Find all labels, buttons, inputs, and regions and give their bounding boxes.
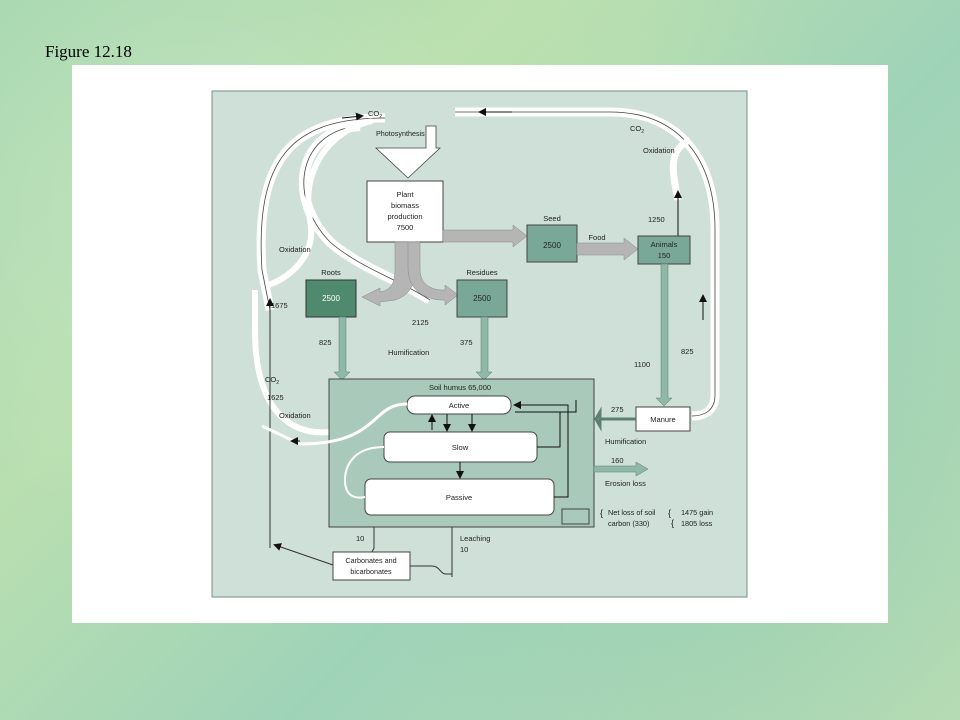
value-375: 375 bbox=[460, 338, 473, 347]
co2-right-label: CO2 bbox=[630, 124, 644, 135]
seed-value: 2500 bbox=[543, 241, 561, 250]
plant-label-1: Plant bbox=[396, 190, 414, 199]
manure-to-soil-arrow bbox=[594, 406, 636, 432]
oxidation-loop-soil bbox=[252, 290, 341, 436]
erosion-arrow bbox=[593, 461, 649, 477]
seed-box bbox=[526, 224, 578, 263]
residues-label: Residues bbox=[466, 268, 498, 277]
roots-humification-arrow bbox=[333, 316, 351, 381]
value-2125: 2125 bbox=[412, 318, 429, 327]
co2-top-label: CO2 bbox=[368, 109, 382, 120]
seed-label: Seed bbox=[543, 214, 561, 223]
gain-loss-bracket-left: { bbox=[668, 508, 671, 518]
net-loss-label-2: carbon (330) bbox=[608, 519, 649, 528]
photosynthesis-label: Photosynthesis bbox=[376, 129, 425, 138]
soil-small-box bbox=[561, 508, 590, 525]
figure-title: Figure 12.18 bbox=[45, 42, 132, 61]
animals-value: 150 bbox=[658, 251, 671, 260]
value-1250: 1250 bbox=[648, 215, 665, 224]
oxidation-lower-label: Oxidation bbox=[279, 411, 311, 420]
residues-value: 2500 bbox=[473, 294, 491, 303]
carbonates-label-2: bicarbonates bbox=[350, 567, 392, 576]
oxidation-loop-right-edge bbox=[455, 111, 716, 417]
plant-to-seed-arrow bbox=[442, 224, 528, 248]
carbonate-return-arrow bbox=[273, 543, 334, 566]
manure-label: Manure bbox=[650, 415, 675, 424]
residues-box bbox=[456, 279, 508, 318]
plant-label-3: production bbox=[387, 212, 422, 221]
value-825-right: 825 bbox=[681, 347, 694, 356]
carbonates-label-1: Carbonates and bbox=[345, 556, 396, 565]
slow-to-active-line bbox=[537, 412, 561, 448]
carbonates-leach-link bbox=[410, 565, 452, 575]
erosion-loss-label: Erosion loss bbox=[605, 479, 646, 488]
photosynthesis-arrow bbox=[374, 125, 442, 179]
co2-left-label: CO2 bbox=[265, 375, 279, 386]
residues-humification-arrow bbox=[475, 316, 493, 381]
value-1675: 1675 bbox=[271, 301, 288, 310]
slow-passive-oxidation-curve bbox=[343, 446, 385, 499]
roots-value: 2500 bbox=[322, 294, 340, 303]
value-160: 160 bbox=[611, 456, 624, 465]
soil-humus-label: Soil humus 65,000 bbox=[429, 383, 491, 392]
oxidation-left-label: Oxidation bbox=[279, 245, 311, 254]
manure-to-active-line bbox=[515, 400, 577, 413]
carbonates-in-line bbox=[371, 527, 375, 553]
value-10-left: 10 bbox=[356, 534, 364, 543]
humification-right-label: Humification bbox=[605, 437, 646, 446]
loss-label: 1805 loss bbox=[681, 519, 713, 528]
passive-to-active-arrow bbox=[513, 401, 569, 498]
plant-biomass-box bbox=[366, 180, 444, 243]
humification-top-label: Humification bbox=[388, 348, 429, 357]
roots-label: Roots bbox=[321, 268, 341, 277]
carbonates-box bbox=[332, 551, 411, 581]
oxidation-loop-outer-edge bbox=[260, 117, 386, 311]
active-oxidation-curve bbox=[299, 402, 408, 446]
active-label: Active bbox=[449, 401, 469, 410]
plant-to-residues-arrow bbox=[407, 241, 459, 306]
slow-label: Slow bbox=[452, 443, 469, 452]
oxidation-right-label: Oxidation bbox=[643, 146, 675, 155]
passive-label: Passive bbox=[446, 493, 472, 502]
oxidation-loop-roots bbox=[267, 118, 373, 288]
value-825-left: 825 bbox=[319, 338, 332, 347]
value-275: 275 bbox=[611, 405, 624, 414]
plant-value: 7500 bbox=[397, 223, 414, 232]
leaching-label: Leaching bbox=[460, 534, 490, 543]
roots-box bbox=[305, 279, 357, 318]
value-10-leaching: 10 bbox=[460, 545, 468, 554]
seed-to-animals-arrow bbox=[576, 237, 639, 261]
photosynthesis-flow-arrow bbox=[341, 112, 364, 121]
net-loss-bracket: { bbox=[600, 508, 603, 518]
animals-label: Animals bbox=[651, 240, 678, 249]
gain-label: 1475 gain bbox=[681, 508, 713, 517]
gain-loss-bracket-right: { bbox=[671, 518, 674, 528]
value-1625: 1625 bbox=[267, 393, 284, 402]
net-loss-label-1: Net loss of soil bbox=[608, 508, 656, 517]
plant-label-2: biomass bbox=[391, 201, 419, 210]
animals-to-manure-arrow bbox=[655, 263, 673, 407]
value-1100: 1100 bbox=[634, 360, 650, 369]
food-label: Food bbox=[588, 233, 605, 242]
